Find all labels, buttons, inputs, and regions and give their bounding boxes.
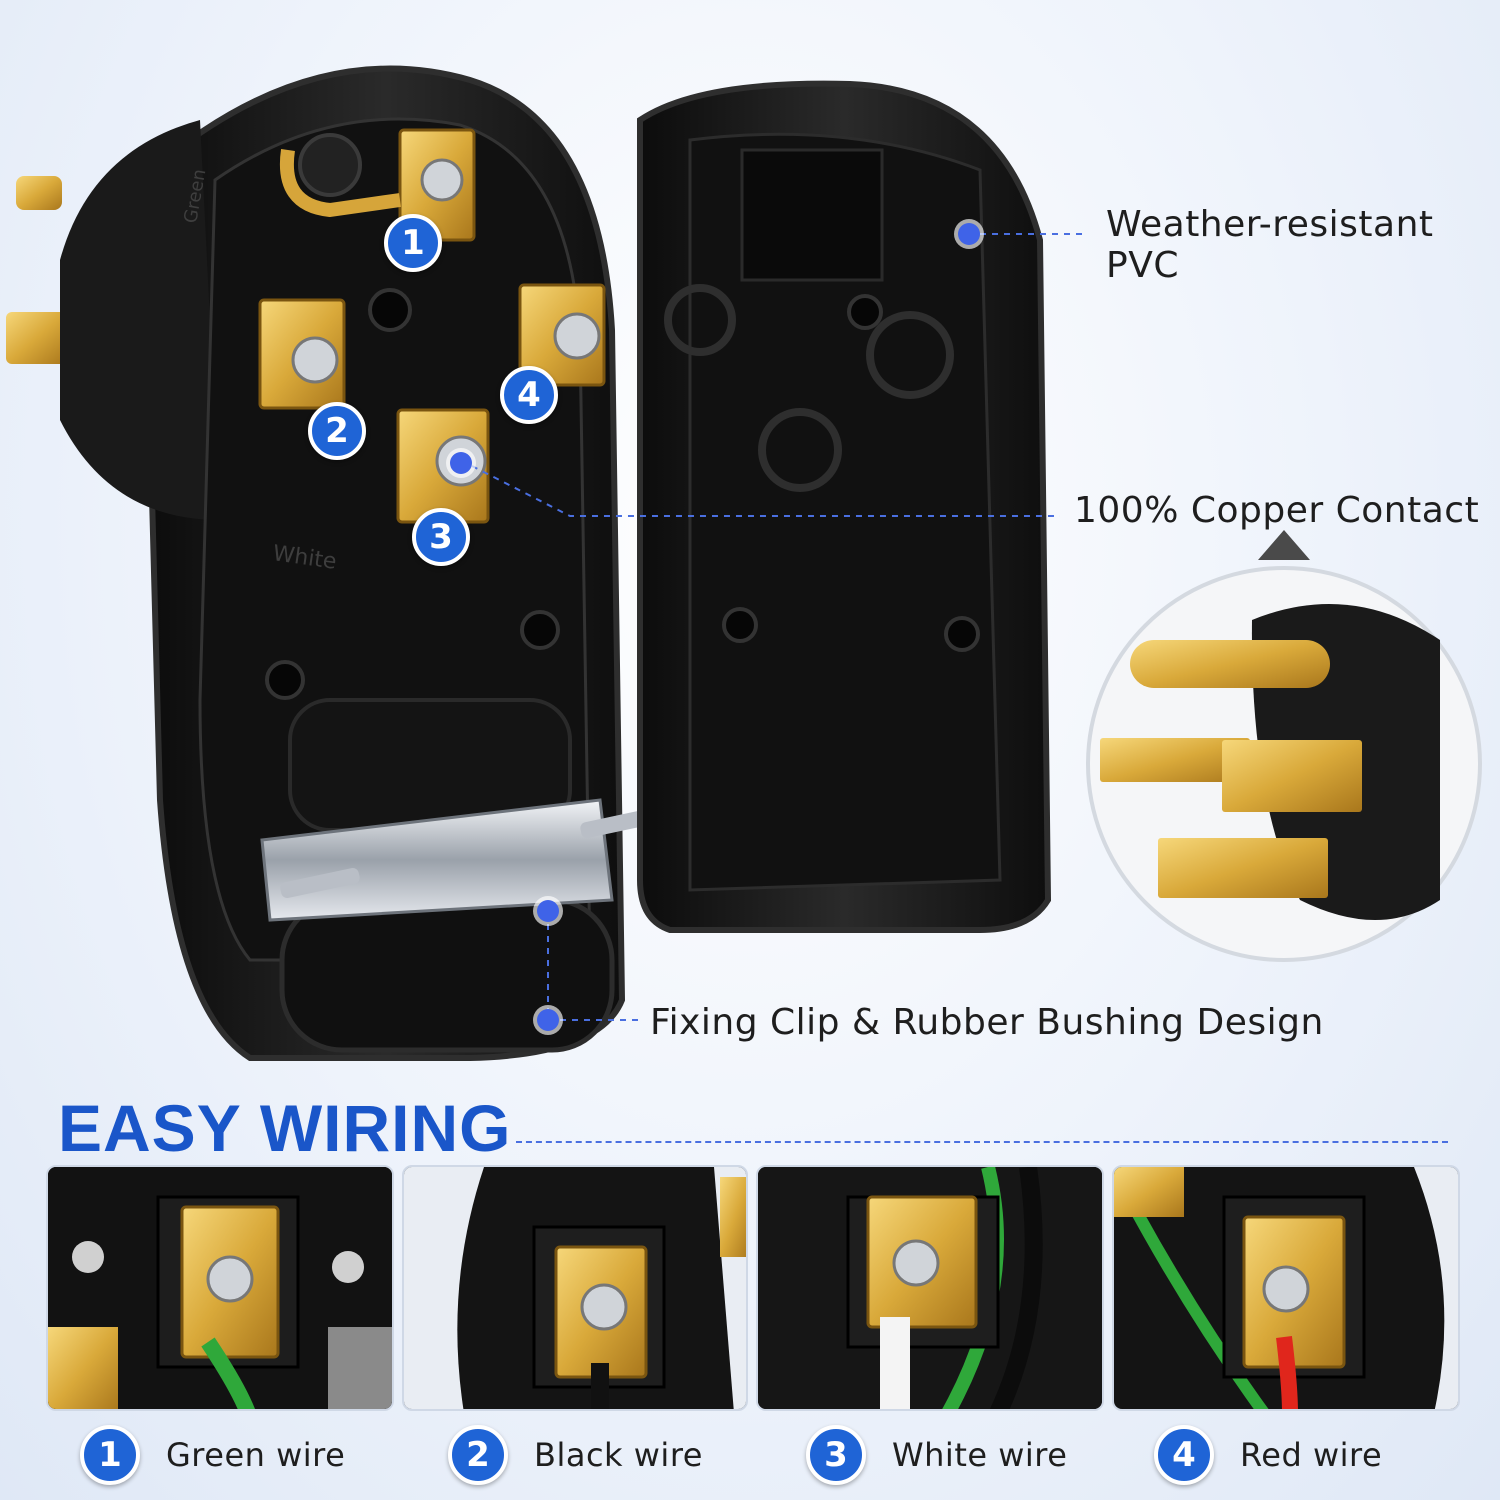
step-label-2: Black wire xyxy=(534,1436,703,1474)
wiring-panel-4 xyxy=(1112,1165,1460,1411)
wiring-step-3: 3 White wire xyxy=(806,1424,1067,1486)
terminal-badge-3: 3 xyxy=(412,508,470,566)
clip-dot-bottom xyxy=(537,1009,559,1031)
step-badge-3: 3 xyxy=(806,1425,866,1485)
wiring-photo-3 xyxy=(758,1167,1102,1409)
wiring-photo-2 xyxy=(404,1167,746,1409)
terminal-badge-4: 4 xyxy=(500,366,558,424)
copper-dot xyxy=(450,452,472,474)
wiring-panel-3 xyxy=(756,1165,1104,1411)
step-badge-4: 4 xyxy=(1154,1425,1214,1485)
wiring-step-2: 2 Black wire xyxy=(448,1424,703,1486)
clip-callout: Fixing Clip & Rubber Bushing Design xyxy=(650,1002,1324,1043)
left-housing: White Green xyxy=(60,65,660,1061)
product-illustration: White Green xyxy=(6,65,1482,1061)
prong-inset xyxy=(1086,530,1482,962)
copper-callout: 100% Copper Contact xyxy=(1074,490,1480,531)
step-label-1: Green wire xyxy=(166,1436,346,1474)
terminal-badge-1: 1 xyxy=(384,214,442,272)
step-label-4: Red wire xyxy=(1240,1436,1383,1474)
pvc-callout: Weather-resistant PVC xyxy=(1106,204,1434,287)
terminal-badge-2: 2 xyxy=(308,402,366,460)
step-badge-1: 1 xyxy=(80,1425,140,1485)
section-title: EASY WIRING xyxy=(58,1091,512,1165)
wiring-panel-1 xyxy=(46,1165,394,1411)
step-label-3: White wire xyxy=(892,1436,1068,1474)
step-badge-2: 2 xyxy=(448,1425,508,1485)
right-housing xyxy=(637,80,1052,933)
wiring-step-4: 4 Red wire xyxy=(1154,1424,1382,1486)
wiring-panel-2 xyxy=(402,1165,748,1411)
wiring-photo-4 xyxy=(1114,1167,1458,1409)
heading-rule xyxy=(516,1141,1448,1143)
wiring-photo-1 xyxy=(48,1167,392,1409)
pvc-dot xyxy=(958,223,980,245)
clip-dot-top xyxy=(537,900,559,922)
wiring-step-1: 1 Green wire xyxy=(80,1424,345,1486)
plug-prongs xyxy=(6,176,66,364)
